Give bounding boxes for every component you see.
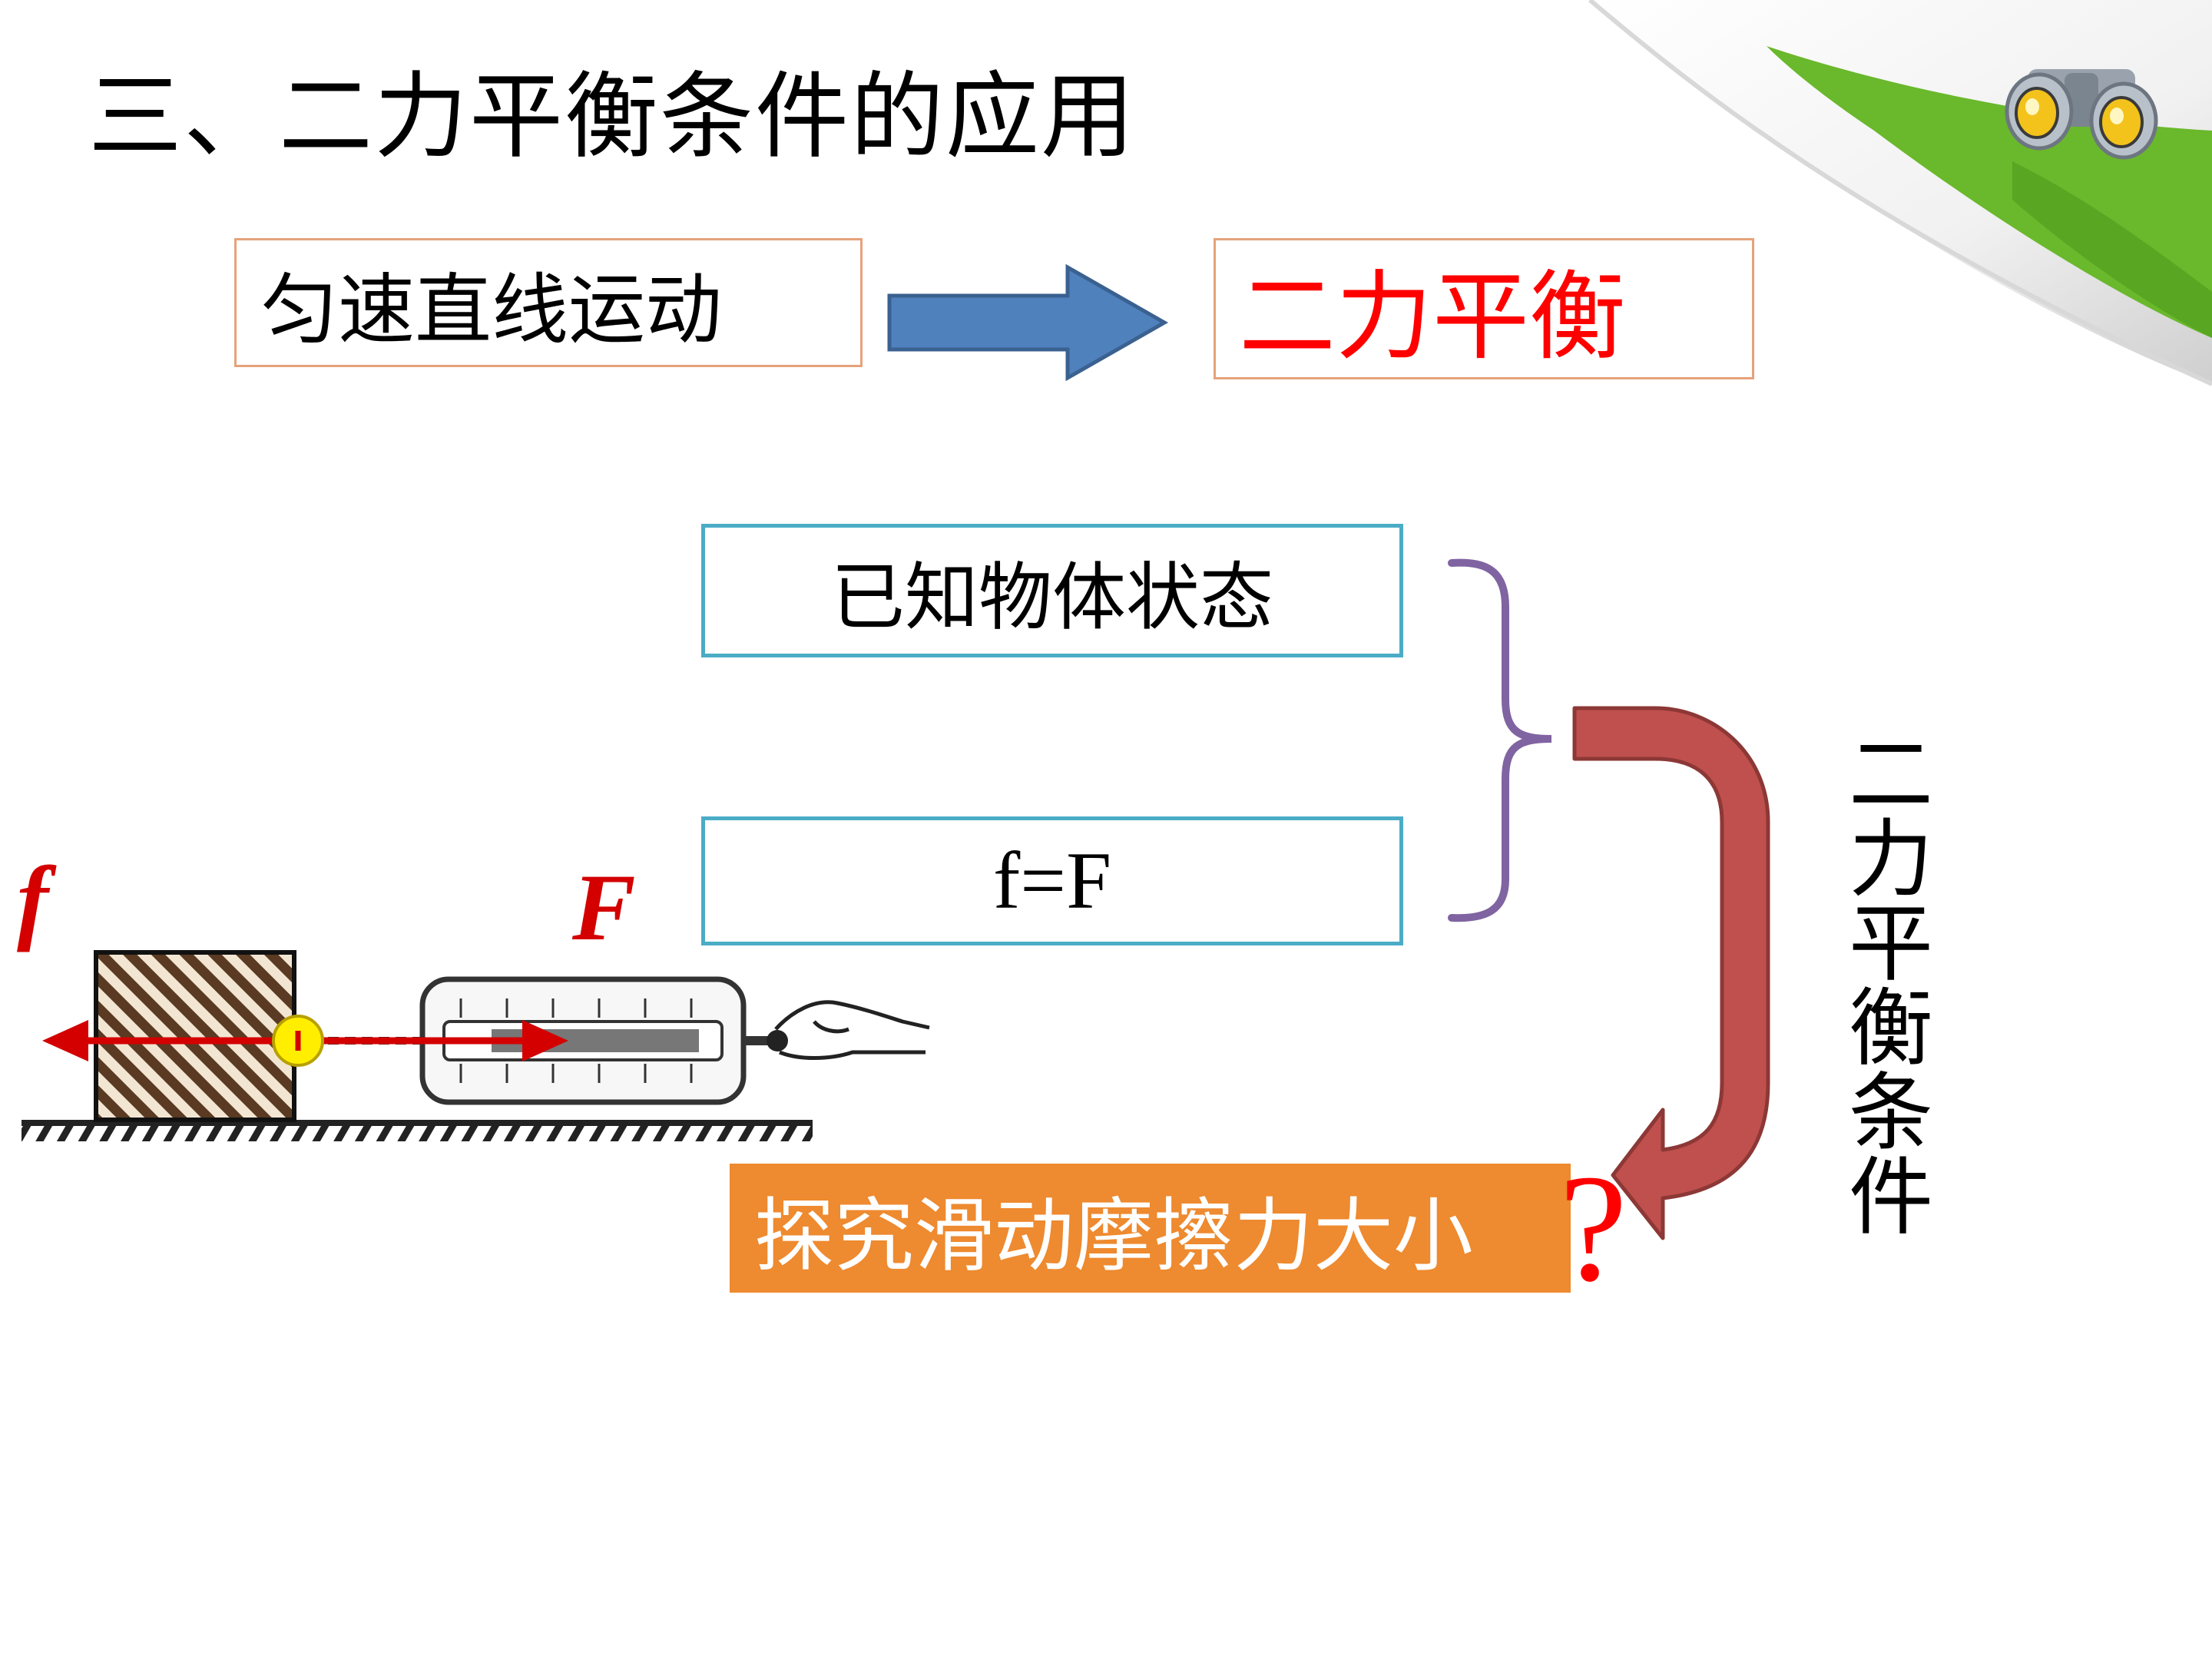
friction-force-arrow [42,1020,298,1061]
friction-force-label: f [17,847,49,952]
known-state-label: 已知物体状态 [831,554,1273,641]
curved-arrow [1572,706,1770,1240]
right-brace [1448,558,1551,922]
question-mark: ? [1559,1144,1628,1313]
two-force-balance-box: 二力平衡 [1214,238,1754,379]
equation-label: f=F [992,836,1112,926]
pull-force-arrow [298,1020,568,1061]
equation-box: f=F [701,816,1403,945]
friction-experiment-illustration [22,950,930,1141]
point-of-action [272,1015,324,1067]
uniform-motion-label: 匀速直线运动 [261,264,722,355]
known-state-box: 已知物体状态 [701,524,1403,657]
pull-force-label: F [572,855,636,960]
wooden-block [94,950,296,1122]
vertical-condition-label: 二力平衡条件 [1834,730,1932,1237]
page-title: 三、二力平衡条件的应用 [88,62,1136,171]
uniform-motion-box: 匀速直线运动 [234,238,863,367]
explore-friction-box: 探究滑动摩擦力大小 [730,1164,1571,1293]
right-arrow [887,263,1169,382]
hand [774,1000,930,1060]
explore-friction-label: 探究滑动摩擦力大小 [754,1188,1474,1283]
ground-surface [22,1120,813,1141]
two-force-balance-label: 二力平衡 [1239,260,1626,373]
binoculars-icon [2005,69,2158,160]
